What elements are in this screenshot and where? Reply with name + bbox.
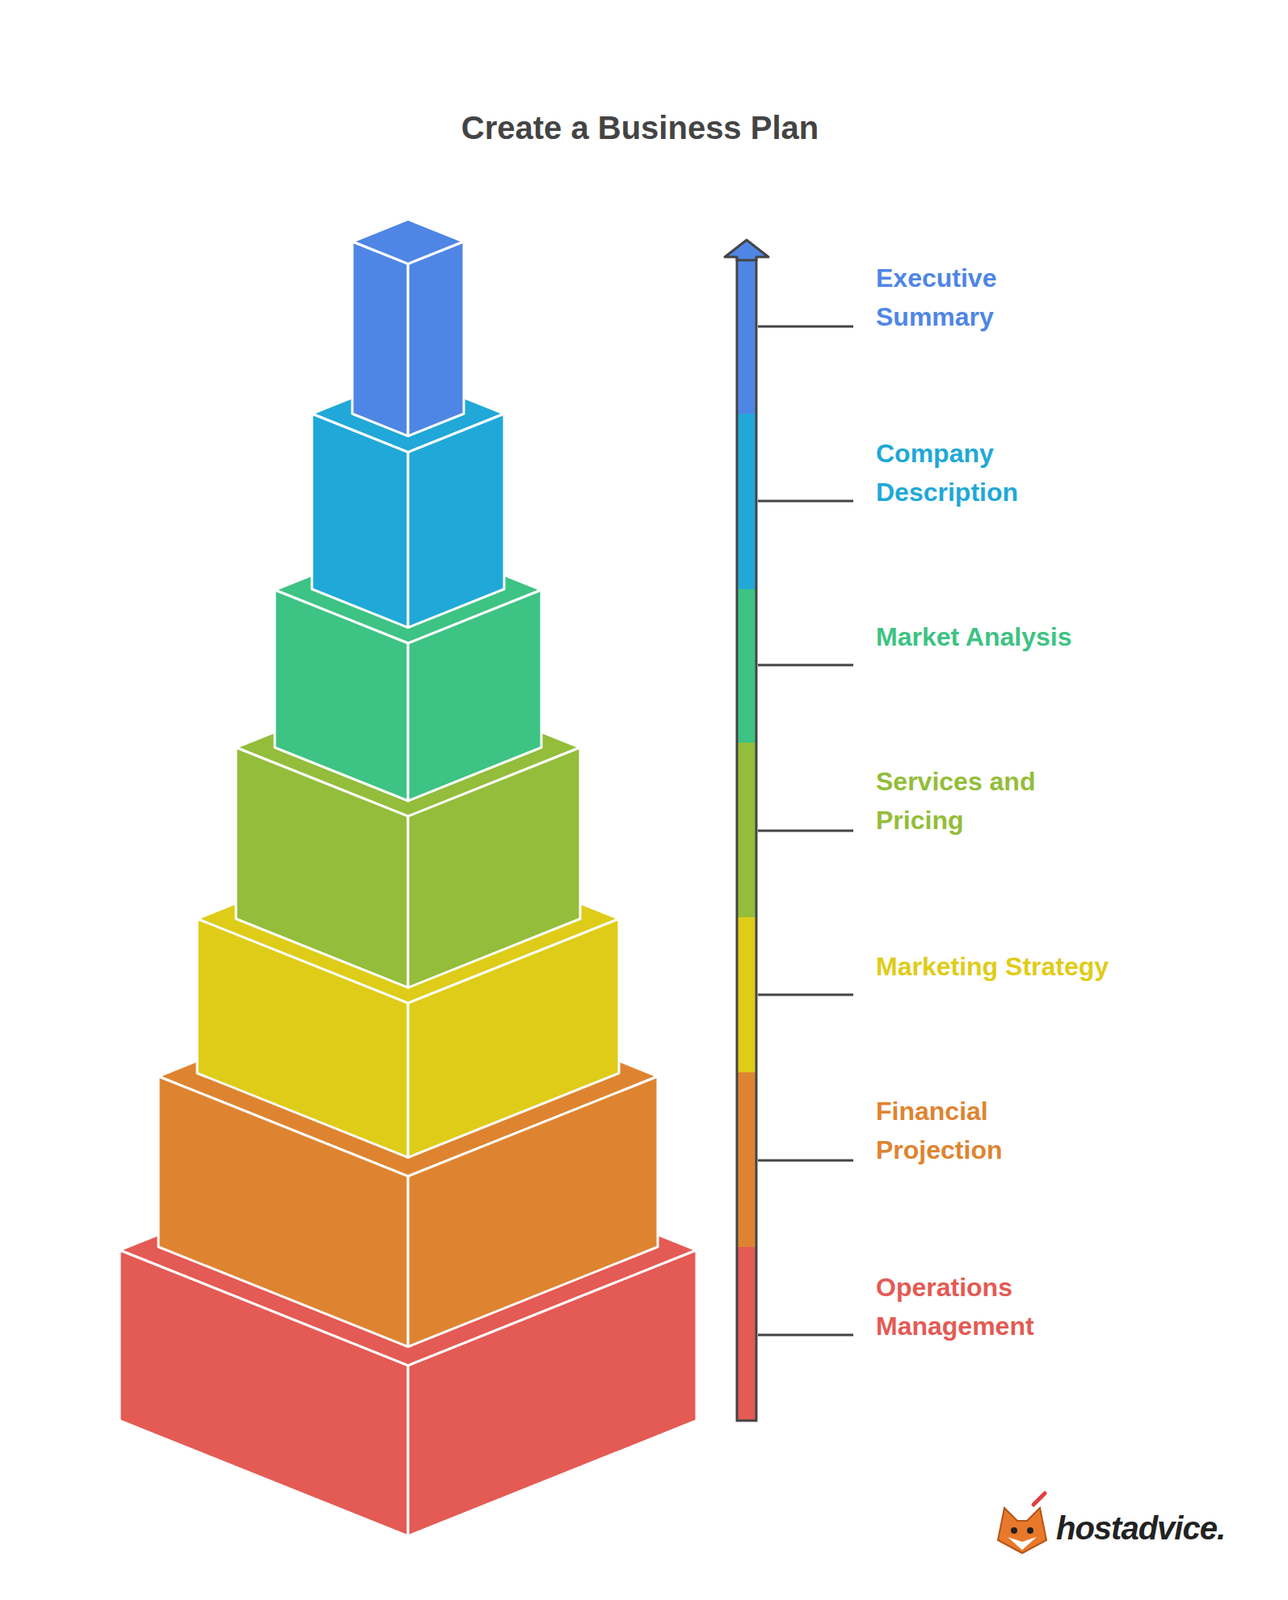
step-label: Financial Projection bbox=[875, 1091, 1086, 1170]
step-label: Services and Pricing bbox=[875, 761, 1119, 840]
step-label: Executive Summary bbox=[875, 258, 1086, 337]
pyramid-block bbox=[352, 218, 464, 436]
bar-segment bbox=[736, 1072, 757, 1247]
fox-eye bbox=[1027, 1527, 1034, 1534]
bar-outline bbox=[736, 258, 757, 1421]
fox-head bbox=[997, 1507, 1047, 1554]
fox-muzzle bbox=[1007, 1536, 1037, 1550]
bar-segment bbox=[736, 589, 757, 743]
bar-segment bbox=[736, 917, 757, 1073]
block-left-face bbox=[352, 241, 409, 437]
arrow-head bbox=[724, 239, 769, 261]
block-left-face bbox=[274, 589, 409, 801]
block-left-face bbox=[311, 413, 409, 628]
block-right-face bbox=[408, 589, 542, 801]
step-label: Marketing Strategy bbox=[875, 947, 1232, 986]
bar-segment bbox=[736, 742, 757, 918]
block-right-face bbox=[408, 241, 464, 437]
bar-segment bbox=[736, 1246, 757, 1421]
diagram-title: Create a Business Plan bbox=[461, 109, 819, 147]
leader-line bbox=[757, 1334, 854, 1337]
leader-line bbox=[757, 325, 854, 329]
leader-lines bbox=[757, 326, 854, 1335]
step-label: Operations Management bbox=[875, 1267, 1086, 1346]
bar-segment bbox=[736, 260, 757, 414]
logo-icon bbox=[997, 1493, 1047, 1554]
pyramid-illustration bbox=[119, 218, 697, 1536]
leader-line bbox=[757, 500, 854, 503]
leader-line bbox=[757, 664, 854, 667]
leader-line bbox=[757, 993, 854, 997]
step-label: Company Description bbox=[875, 433, 1086, 512]
bar-segment bbox=[736, 413, 757, 590]
watermark: hostadvice. bbox=[1056, 1510, 1225, 1547]
leader-line bbox=[757, 1159, 854, 1162]
fox-eye bbox=[1010, 1527, 1018, 1534]
block-right-face bbox=[408, 413, 505, 628]
fox-pencil bbox=[1033, 1493, 1045, 1505]
step-label: Market Analysis bbox=[875, 617, 1216, 657]
leader-line bbox=[757, 829, 854, 833]
